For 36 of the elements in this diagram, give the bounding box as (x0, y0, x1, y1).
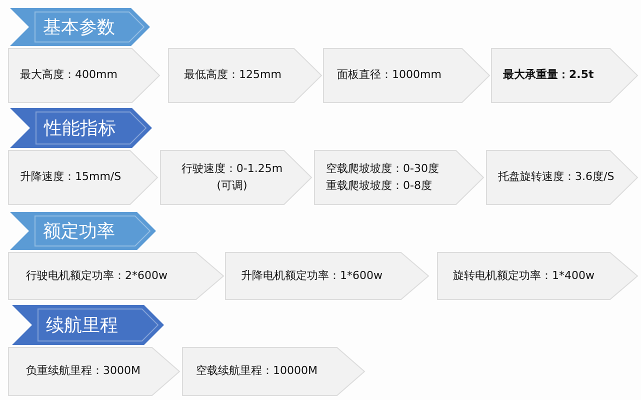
spec-text: 面板直径：1000mm (337, 67, 442, 84)
spec-text: 最大高度：400mm (20, 67, 118, 84)
spec-panel (8, 150, 158, 205)
spec-text: 行驶速度：0-1.25m (181, 161, 283, 177)
spec-panel (323, 48, 490, 103)
section-header-banner (10, 108, 152, 148)
spec-panel (160, 150, 312, 205)
spec-text: 旋转电机额定功率：1*400w (453, 268, 594, 284)
spec-panel (314, 150, 484, 205)
spec-panel (491, 48, 638, 103)
spec-text: 空载爬坡坡度：0-30度 (326, 161, 439, 177)
spec-text: 负重续航里程：3000M (26, 363, 140, 380)
section-header-banner (10, 8, 150, 46)
spec-text: 升降电机额定功率：1*600w (241, 268, 382, 284)
section-title: 额定功率 (43, 220, 115, 243)
spec-panel (486, 150, 638, 205)
spec-text: 最低高度：125mm (184, 67, 282, 84)
section-header-banner (10, 212, 156, 250)
spec-panel (182, 347, 365, 396)
spec-panel (8, 48, 160, 103)
section-title: 性能指标 (44, 117, 116, 140)
section-header-banner (12, 305, 164, 345)
section-title: 续航里程 (46, 314, 118, 337)
spec-text: 重载爬坡坡度：0-8度 (326, 178, 432, 194)
spec-text: 升降速度：15mm/S (20, 169, 122, 186)
spec-panel (8, 347, 180, 396)
spec-text: 空载续航里程：10000M (196, 363, 318, 380)
spec-panel (168, 48, 322, 103)
spec-panel (437, 252, 638, 300)
spec-text: 托盘旋转速度：3.6度/S (498, 169, 614, 186)
spec-text: 最大承重量：2.5t (503, 67, 594, 84)
spec-text: 行驶电机额定功率：2*600w (26, 268, 168, 284)
spec-panel (225, 252, 429, 300)
section-title: 基本参数 (43, 16, 115, 39)
spec-text: (可调) (216, 178, 248, 194)
spec-panel (8, 252, 224, 300)
